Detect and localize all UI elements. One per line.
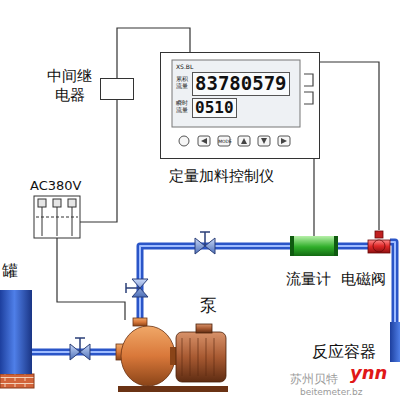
pump: 泵 bbox=[118, 320, 226, 392]
pipe-valve bbox=[75, 338, 85, 352]
signal-wire bbox=[313, 159, 314, 236]
controller-panel bbox=[161, 53, 319, 158]
panel-button bbox=[179, 136, 290, 146]
pipe-highlight bbox=[390, 242, 395, 322]
panel-button bbox=[218, 136, 230, 146]
storage-tank: 罐 bbox=[0, 290, 32, 374]
rate-reading: 0510 bbox=[192, 98, 237, 118]
pipe-line bbox=[390, 242, 395, 322]
button-label: MODE bbox=[218, 140, 232, 145]
pipe-valve bbox=[126, 283, 140, 293]
panel-button bbox=[278, 136, 290, 146]
flowmeter-label: 流量计 bbox=[286, 270, 331, 289]
button-symbol bbox=[201, 138, 207, 144]
display-caption: 瞬时流量 bbox=[176, 100, 188, 113]
switch-symbol bbox=[53, 199, 61, 207]
panel-button bbox=[238, 136, 250, 146]
button-symbol bbox=[201, 138, 287, 144]
signal-wire bbox=[320, 62, 379, 230]
pipe-valve bbox=[200, 232, 210, 246]
switch-symbol bbox=[34, 196, 80, 238]
panel-button bbox=[198, 136, 210, 146]
solenoid-valve: 电磁阀 bbox=[368, 230, 390, 254]
relay-label: 中间继电器 bbox=[46, 67, 93, 105]
solenoid-valve bbox=[373, 240, 385, 252]
button-symbol bbox=[261, 138, 267, 144]
controller-panel bbox=[172, 60, 300, 127]
pump-illustration bbox=[116, 318, 228, 392]
tank-label: 罐 bbox=[2, 261, 18, 282]
model-label: XS.BL bbox=[176, 63, 193, 70]
pipe-highlight bbox=[338, 245, 368, 247]
pump-illustration bbox=[176, 332, 226, 382]
panel-button bbox=[258, 136, 270, 146]
relay-box: 中间继电器 bbox=[100, 78, 134, 100]
watermark: beitemeter.bz bbox=[300, 387, 362, 397]
device-title: 定量加料控制仪 bbox=[169, 167, 274, 186]
watermark: 苏州贝特 bbox=[290, 371, 338, 388]
solenoid-valve bbox=[375, 231, 383, 238]
pump-illustration bbox=[196, 324, 212, 333]
pump-illustration bbox=[182, 338, 214, 376]
signal-wire bbox=[80, 100, 117, 222]
display-caption: 累积流量 bbox=[176, 76, 188, 89]
pump-illustration bbox=[133, 318, 147, 326]
switch-symbol bbox=[42, 207, 72, 236]
pipe-highlight bbox=[140, 246, 290, 320]
switch-symbol bbox=[36, 217, 78, 218]
pipe-line bbox=[338, 243, 368, 250]
pipe-line bbox=[140, 246, 290, 320]
valve-label: 电磁阀 bbox=[341, 270, 386, 289]
controller-panel bbox=[304, 74, 313, 104]
voltage-label: AC380V bbox=[30, 178, 81, 193]
reaction-vessel: 反应容器 bbox=[390, 322, 400, 362]
vessel-label: 反应容器 bbox=[312, 342, 376, 363]
solenoid-valve bbox=[368, 240, 390, 253]
flow-meter: 流量计 bbox=[290, 236, 338, 256]
panel-button bbox=[179, 136, 189, 146]
pump-illustration bbox=[121, 326, 175, 386]
pump-label: 泵 bbox=[200, 294, 217, 317]
signal-wire bbox=[57, 238, 125, 320]
controller-panel bbox=[161, 53, 319, 158]
solenoid-valve bbox=[368, 231, 390, 253]
pump-illustration bbox=[118, 386, 228, 392]
watermark: ynn bbox=[350, 362, 387, 383]
tank-base bbox=[0, 374, 34, 388]
button-symbol bbox=[281, 138, 287, 144]
switch-symbol bbox=[68, 199, 76, 207]
tank-base bbox=[0, 374, 34, 388]
controller-box: XS.BL累积流量83780579瞬时流量0510MODE定量加料控制仪 bbox=[160, 52, 320, 159]
button-symbol bbox=[241, 138, 247, 144]
switch-symbol bbox=[34, 196, 80, 238]
switch-symbol bbox=[38, 199, 46, 207]
total-reading: 83780579 bbox=[192, 72, 290, 96]
power-switch: AC380V bbox=[34, 196, 80, 238]
